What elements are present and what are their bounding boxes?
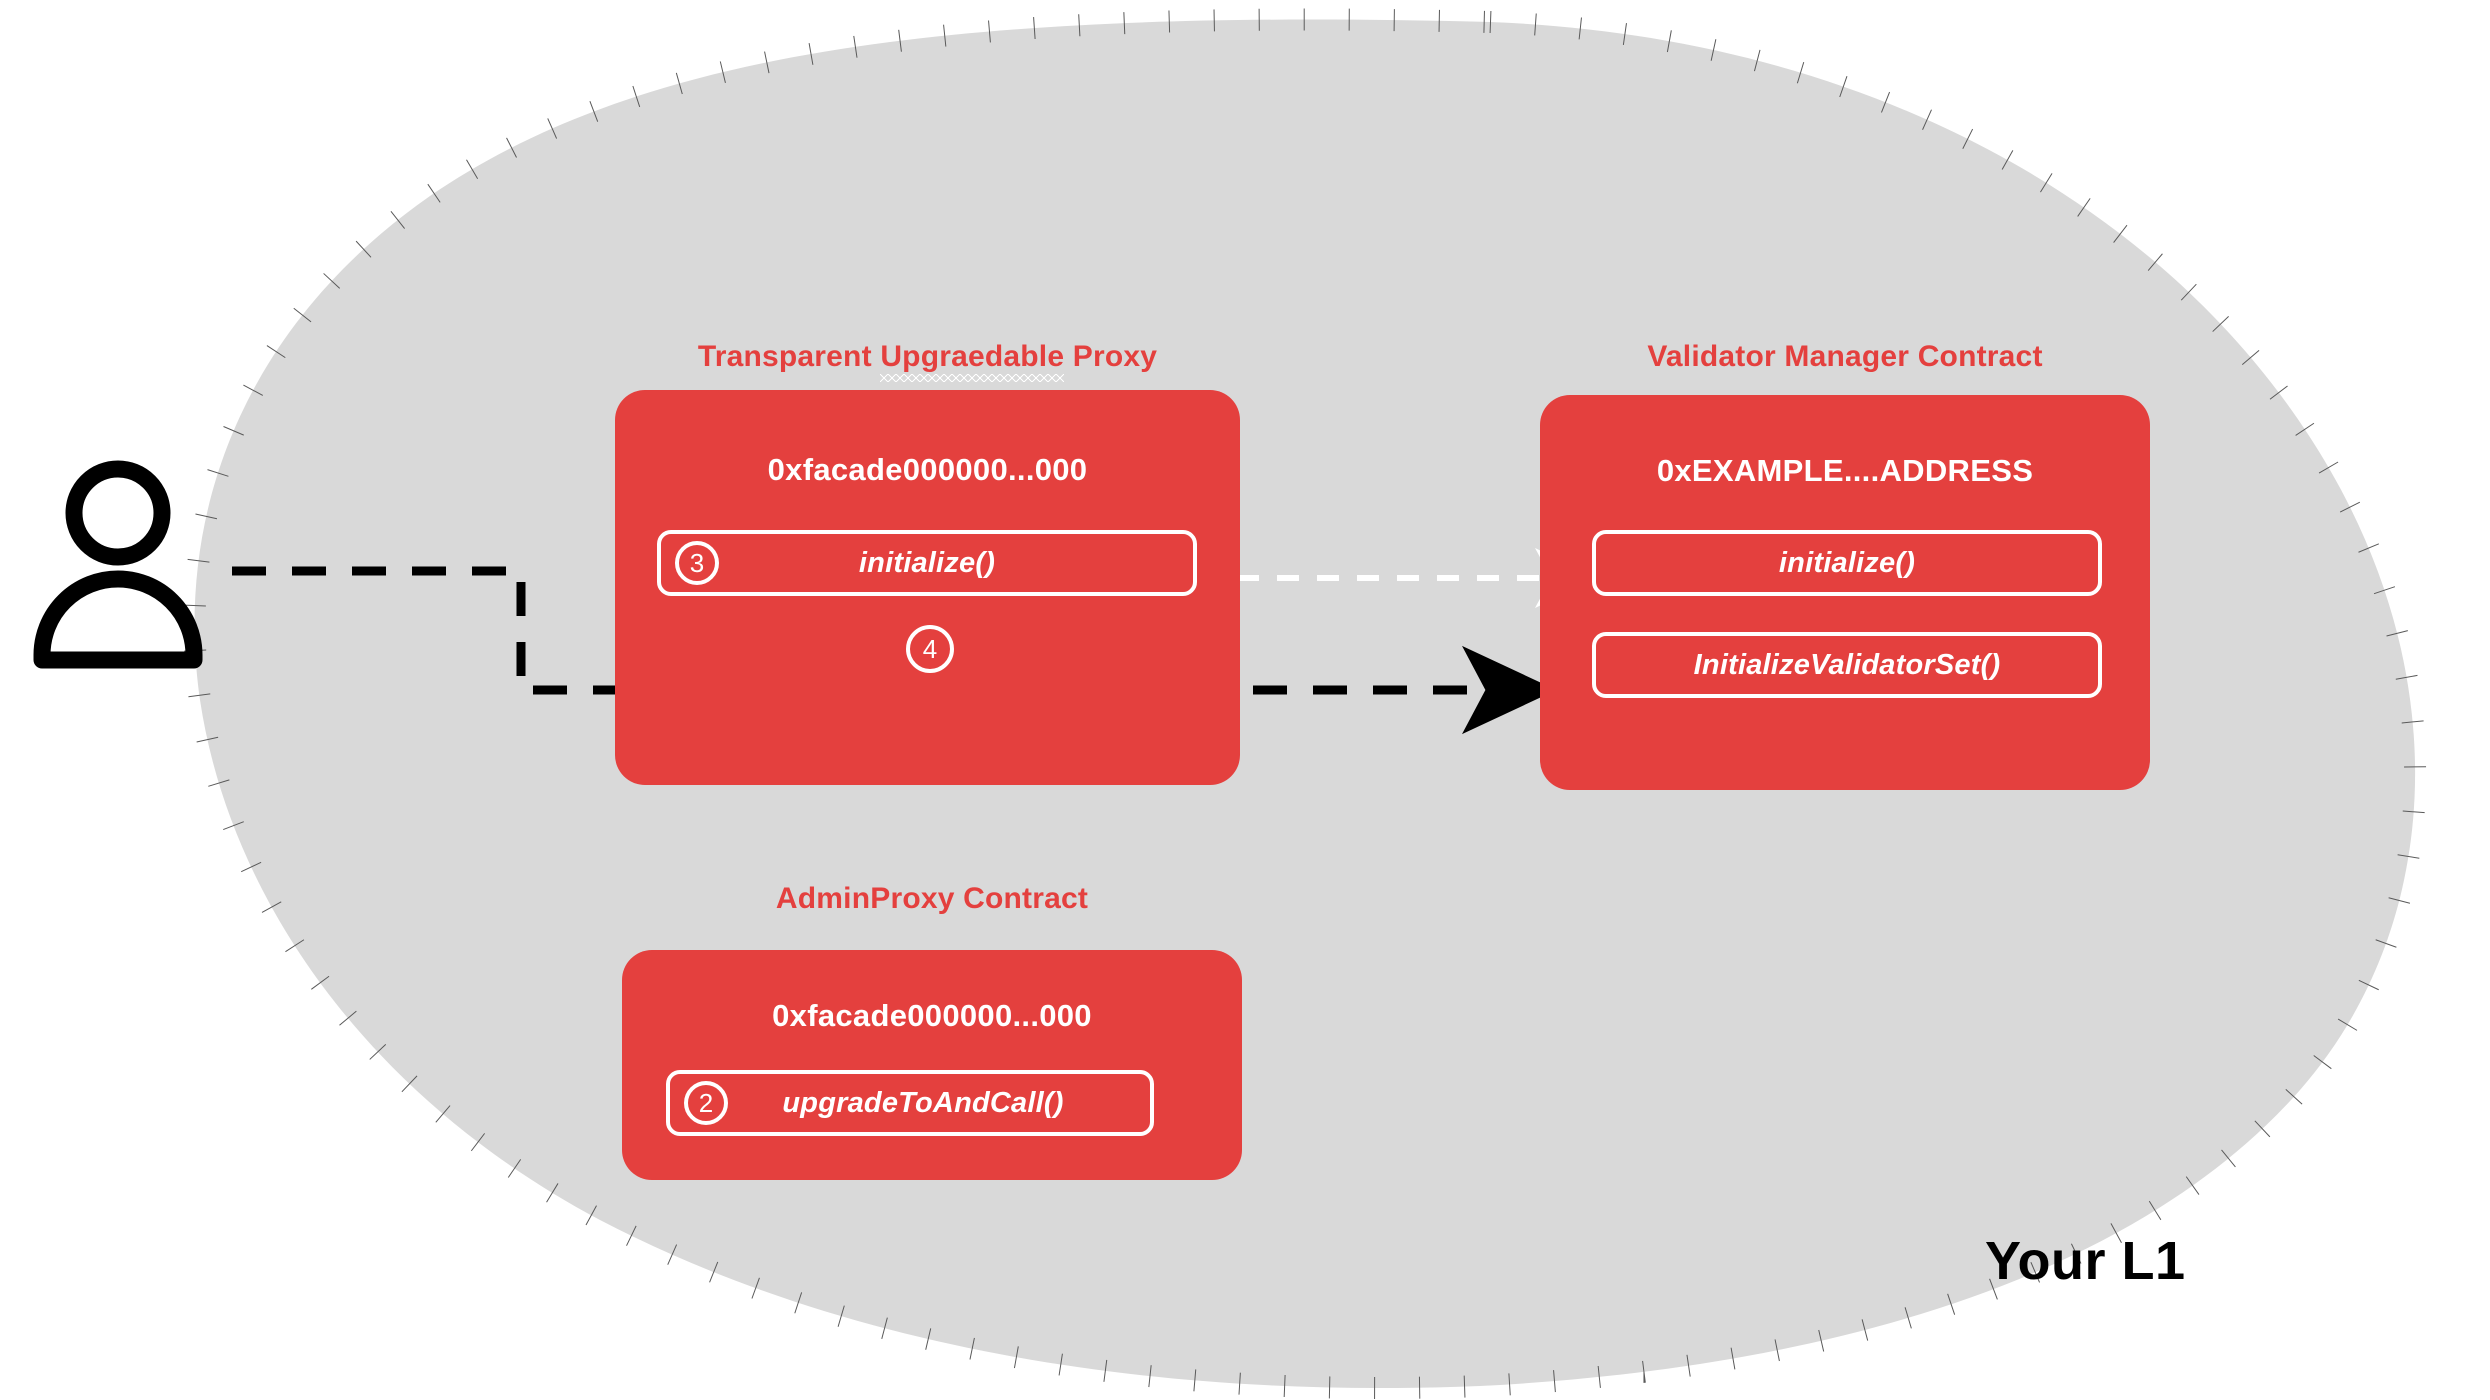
user-person-icon bbox=[33, 460, 203, 669]
method-label-initialize-validator-set: InitializeValidatorSet() bbox=[1693, 648, 2001, 681]
contract-admin-proxy-title: AdminProxy Contract bbox=[775, 882, 1089, 915]
title-part-a: Transparent bbox=[697, 340, 881, 373]
contract-admin-proxy[interactable]: AdminProxy Contract 0xfacade000000...000… bbox=[622, 880, 1242, 1180]
region-label-your-l1: Your L1 bbox=[1985, 1231, 2186, 1291]
method-pill-initialize-validator-set[interactable]: InitializeValidatorSet() bbox=[1592, 632, 2102, 698]
contract-transparent-proxy[interactable]: Transparent Upgraedable Proxy Contract (… bbox=[615, 300, 1240, 790]
step-badge-4: 4 bbox=[906, 625, 954, 673]
step-badge-2: 2 bbox=[684, 1081, 728, 1125]
method-label-upgrade-to-and-call: upgradeToAndCall() bbox=[782, 1086, 1064, 1119]
contract-validator-manager-address: 0xEXAMPLE....ADDRESS bbox=[1656, 453, 2034, 488]
step-badge-3: 3 bbox=[675, 541, 719, 585]
contract-transparent-proxy-address: 0xfacade000000...000 bbox=[767, 452, 1088, 487]
misspelled-word-upgraedable: Upgraedable bbox=[880, 338, 1065, 382]
contract-validator-manager[interactable]: Validator Manager Contract 0xEXAMPLE....… bbox=[1540, 300, 2150, 795]
method-pill-initialize[interactable]: 3 initialize() bbox=[657, 530, 1197, 596]
contract-admin-proxy-box[interactable]: 0xfacade000000...000 2 upgradeToAndCall(… bbox=[622, 950, 1242, 1180]
method-label-manager-initialize: initialize() bbox=[1778, 546, 1916, 579]
contract-transparent-proxy-box[interactable]: 0xfacade000000...000 3 initialize() 4 bbox=[615, 390, 1240, 785]
contract-validator-manager-title: Validator Manager Contract bbox=[1647, 340, 2043, 373]
contract-validator-manager-box[interactable]: 0xEXAMPLE....ADDRESS initialize() Initia… bbox=[1540, 395, 2150, 790]
contract-admin-proxy-address: 0xfacade000000...000 bbox=[772, 998, 1092, 1033]
method-label-initialize: initialize() bbox=[858, 546, 996, 579]
method-pill-upgrade-to-and-call[interactable]: 2 upgradeToAndCall() bbox=[666, 1070, 1154, 1136]
title-part-c: Proxy bbox=[1064, 340, 1158, 373]
method-pill-manager-initialize[interactable]: initialize() bbox=[1592, 530, 2102, 596]
